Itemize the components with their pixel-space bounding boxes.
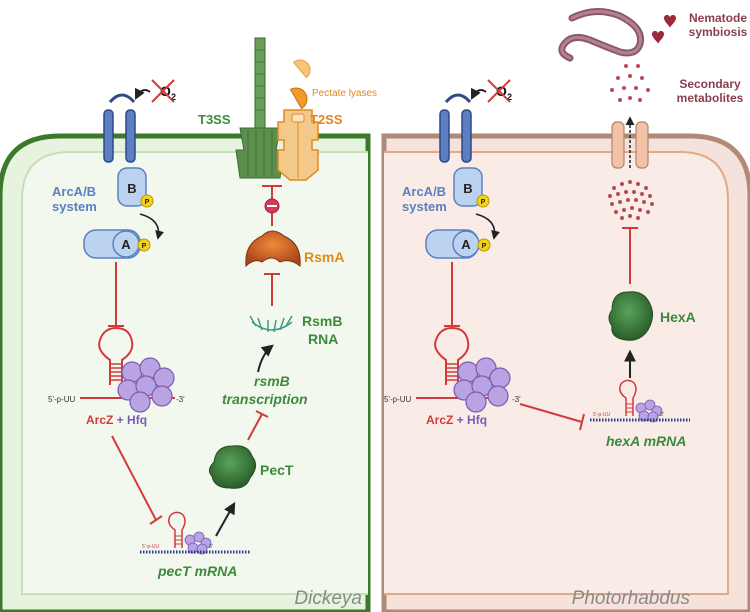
secondary-line1: Secondary <box>679 77 741 91</box>
svg-text:3': 3' <box>660 412 664 418</box>
pect-mrna: 5'-p-UU 3' <box>140 511 250 555</box>
svg-text:-3': -3' <box>512 395 521 404</box>
pect-mrna-label: pecT mRNA <box>157 563 237 579</box>
arcz-hfq-complex-right: 5'-p-UU -3' <box>384 326 521 413</box>
dickeya-label: Dickeya <box>294 588 362 609</box>
arcz-inhibit-pect-line <box>111 435 157 521</box>
arcb-letter: B <box>127 181 136 196</box>
hexa-mrna-label: hexA mRNA <box>606 433 686 449</box>
pectate-lyase-icon <box>289 59 311 110</box>
nematode-line2: symbiosis <box>689 25 748 39</box>
svg-text:2: 2 <box>171 92 176 102</box>
o2-crossed-icon-right: O 2 <box>471 79 512 103</box>
photorhabdus-label: Photorhabdus <box>572 588 691 609</box>
svg-text:2: 2 <box>507 92 512 102</box>
pect-label: PecT <box>260 462 294 478</box>
metabolite-dots-outer <box>610 64 650 102</box>
arcb-phospho: P <box>145 199 150 206</box>
svg-text:P: P <box>482 243 487 250</box>
svg-text:P: P <box>481 199 486 206</box>
hexa-mrna: 5'-p-UU 3' <box>590 379 690 423</box>
pectate-lyases-label: Pectate lyases <box>312 88 377 99</box>
left-inner-membrane <box>21 151 368 595</box>
arcb-receptor: B P <box>103 93 154 208</box>
arcz-hfq-label-right: ArcZ + Hfq <box>426 413 487 427</box>
hexa-protein <box>608 291 654 341</box>
svg-text:A: A <box>461 237 471 252</box>
arcab-system-right-line1: ArcA/B <box>402 184 446 199</box>
rsma-label: RsmA <box>304 249 344 265</box>
arcz-three-prime: -3' <box>176 395 185 404</box>
rsmb-transcription-line2: transcription <box>222 391 308 407</box>
arca-phospho: P <box>142 243 147 250</box>
arcb-letter-right: B <box>463 181 472 196</box>
arcz-five-prime: 5'-p-UU <box>48 395 76 404</box>
rsmb-line2: RNA <box>308 331 338 347</box>
rsmb-transcription-line1: rsmB <box>254 373 290 389</box>
t3ss-icon <box>235 37 285 179</box>
transporter-icon <box>611 116 649 169</box>
arcb-receptor-right: B P <box>439 93 490 208</box>
svg-text:3': 3' <box>209 544 213 550</box>
arca-protein: A P <box>83 213 164 259</box>
rsmb-line1: RsmB <box>302 313 342 329</box>
svg-text:5'-p-UU: 5'-p-UU <box>384 395 412 404</box>
dickeya-panel: Dickeya B P O 2 ArcA/B system A <box>0 37 377 612</box>
t2ss-label: T2SS <box>310 112 343 127</box>
metabolite-dots-inner <box>608 180 654 220</box>
rsma-protein <box>245 230 301 268</box>
arcab-system-line2: system <box>52 199 97 214</box>
arcz-hfq-label: ArcZ + Hfq <box>86 413 147 427</box>
heart-icon <box>652 15 676 44</box>
hexa-label: HexA <box>660 309 696 325</box>
svg-text:O: O <box>496 83 507 99</box>
nematode-line1: Nematode <box>689 11 747 25</box>
arcab-system-line1: ArcA/B <box>52 184 96 199</box>
arcab-system-right-line2: system <box>402 199 447 214</box>
photorhabdus-panel: Photorhabdus B P O 2 ArcA/B system A P <box>381 8 750 612</box>
t3ss-label: T3SS <box>198 112 231 127</box>
svg-text:5'-p-UU: 5'-p-UU <box>593 412 610 418</box>
arca-protein-right: A P <box>425 213 500 259</box>
rsmb-rna <box>249 315 293 333</box>
arca-letter: A <box>121 237 131 252</box>
right-inner-membrane <box>384 151 729 595</box>
o2-crossed-icon: O 2 <box>135 79 176 103</box>
svg-text:5'-p-UU: 5'-p-UU <box>142 544 159 550</box>
pect-protein <box>208 445 256 489</box>
secondary-line2: metabolites <box>677 91 744 105</box>
svg-text:O: O <box>160 83 171 99</box>
t2ss-icon <box>277 109 319 181</box>
arcz-hfq-complex: 5'-p-UU -3' <box>48 326 185 413</box>
